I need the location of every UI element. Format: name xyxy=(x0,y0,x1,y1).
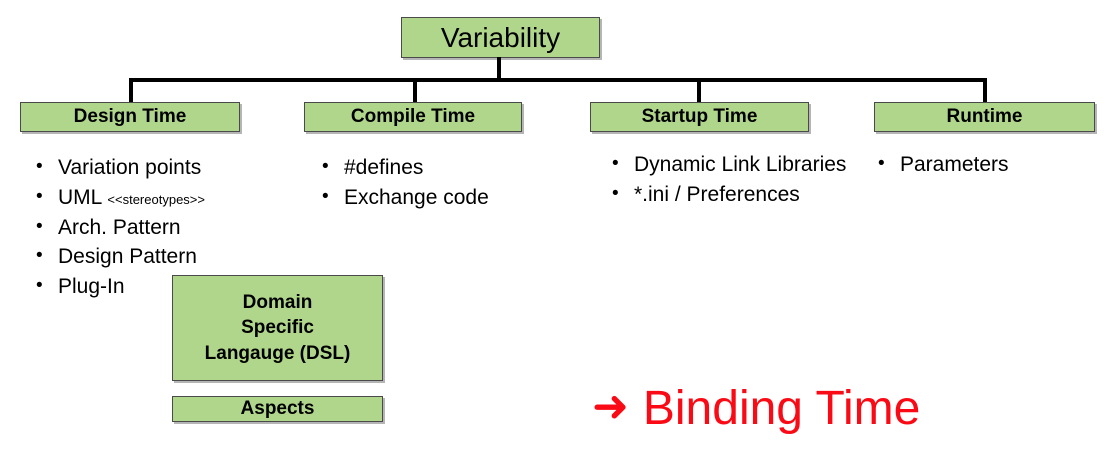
list-item-text: Arch. Pattern xyxy=(58,215,181,239)
list-item-text: Plug-In xyxy=(58,275,125,299)
connector-horizontal-bar xyxy=(129,78,987,82)
node-aspects[interactable]: Aspects xyxy=(172,396,383,422)
bullet-glyph: • xyxy=(878,153,885,174)
list-item-stereotype: <<stereotypes>> xyxy=(107,191,205,207)
list-compile-time: • #defines • Exchange code xyxy=(322,153,572,213)
node-runtime-label: Runtime xyxy=(946,106,1023,127)
list-item: • Design Pattern xyxy=(36,242,296,272)
bullet-glyph: • xyxy=(612,182,619,204)
list-item-text: UML <<stereotypes>> xyxy=(58,183,296,213)
right-arrow-icon: ➜ xyxy=(592,381,629,432)
list-item: • Variation points xyxy=(36,153,296,183)
connector-drop-design-time xyxy=(129,78,133,103)
node-design-time-label: Design Time xyxy=(73,106,187,127)
list-design-time: • Variation points • UML <<stereotypes>>… xyxy=(36,153,296,302)
dsl-line-3: Langauge (DSL) xyxy=(204,342,351,364)
list-item: • Parameters xyxy=(878,150,1098,180)
bullet-glyph: • xyxy=(36,245,43,267)
node-variability[interactable]: Variability xyxy=(401,17,600,58)
bullet-glyph: • xyxy=(36,275,43,297)
list-startup-time: • Dynamic Link Libraries • *.ini / Prefe… xyxy=(612,150,862,210)
list-item: • Exchange code xyxy=(322,183,572,213)
bullet-glyph: • xyxy=(36,215,43,237)
list-item-text: Variation points xyxy=(58,156,202,179)
node-domain-specific-language[interactable]: Domain Specific Langauge (DSL) xyxy=(172,275,383,381)
node-variability-label: Variability xyxy=(440,21,561,53)
node-compile-time-label: Compile Time xyxy=(350,106,476,127)
list-item-text: Design Pattern xyxy=(58,245,197,269)
list-runtime: • Parameters xyxy=(878,150,1098,180)
bullet-glyph: • xyxy=(322,156,329,177)
connector-root-stem xyxy=(497,57,501,81)
node-runtime[interactable]: Runtime xyxy=(874,102,1095,132)
binding-time-callout: ➜ Binding Time xyxy=(592,385,920,433)
list-item: • #defines xyxy=(322,153,572,183)
list-item-main: UML xyxy=(58,185,108,209)
list-item: • Arch. Pattern xyxy=(36,213,296,243)
dsl-line-1: Domain xyxy=(242,291,313,313)
list-item: • Plug-In xyxy=(36,272,296,302)
bullet-glyph: • xyxy=(322,185,329,207)
dsl-line-2: Specific xyxy=(241,317,314,339)
list-item-text: Dynamic Link Libraries xyxy=(634,153,847,176)
list-item: • *.ini / Preferences xyxy=(612,180,862,210)
node-startup-time[interactable]: Startup Time xyxy=(590,102,809,132)
binding-time-text: Binding Time xyxy=(642,382,921,435)
bullet-glyph: • xyxy=(36,185,43,207)
node-aspects-label: Aspects xyxy=(240,398,315,419)
node-startup-time-label: Startup Time xyxy=(641,106,758,127)
list-item-text: Exchange code xyxy=(344,185,489,209)
bullet-glyph: • xyxy=(612,153,619,174)
list-item-text: #defines xyxy=(344,156,424,179)
list-item-text: *.ini / Preferences xyxy=(634,182,800,206)
node-design-time[interactable]: Design Time xyxy=(20,102,240,132)
list-item-text: Parameters xyxy=(900,153,1009,176)
connector-drop-startup-time xyxy=(697,78,701,103)
connector-drop-runtime xyxy=(983,78,987,103)
list-item: • UML <<stereotypes>> xyxy=(36,183,296,213)
list-item: • Dynamic Link Libraries xyxy=(612,150,862,180)
connector-drop-compile-time xyxy=(413,78,417,103)
node-compile-time[interactable]: Compile Time xyxy=(304,102,522,132)
bullet-glyph: • xyxy=(36,156,43,177)
